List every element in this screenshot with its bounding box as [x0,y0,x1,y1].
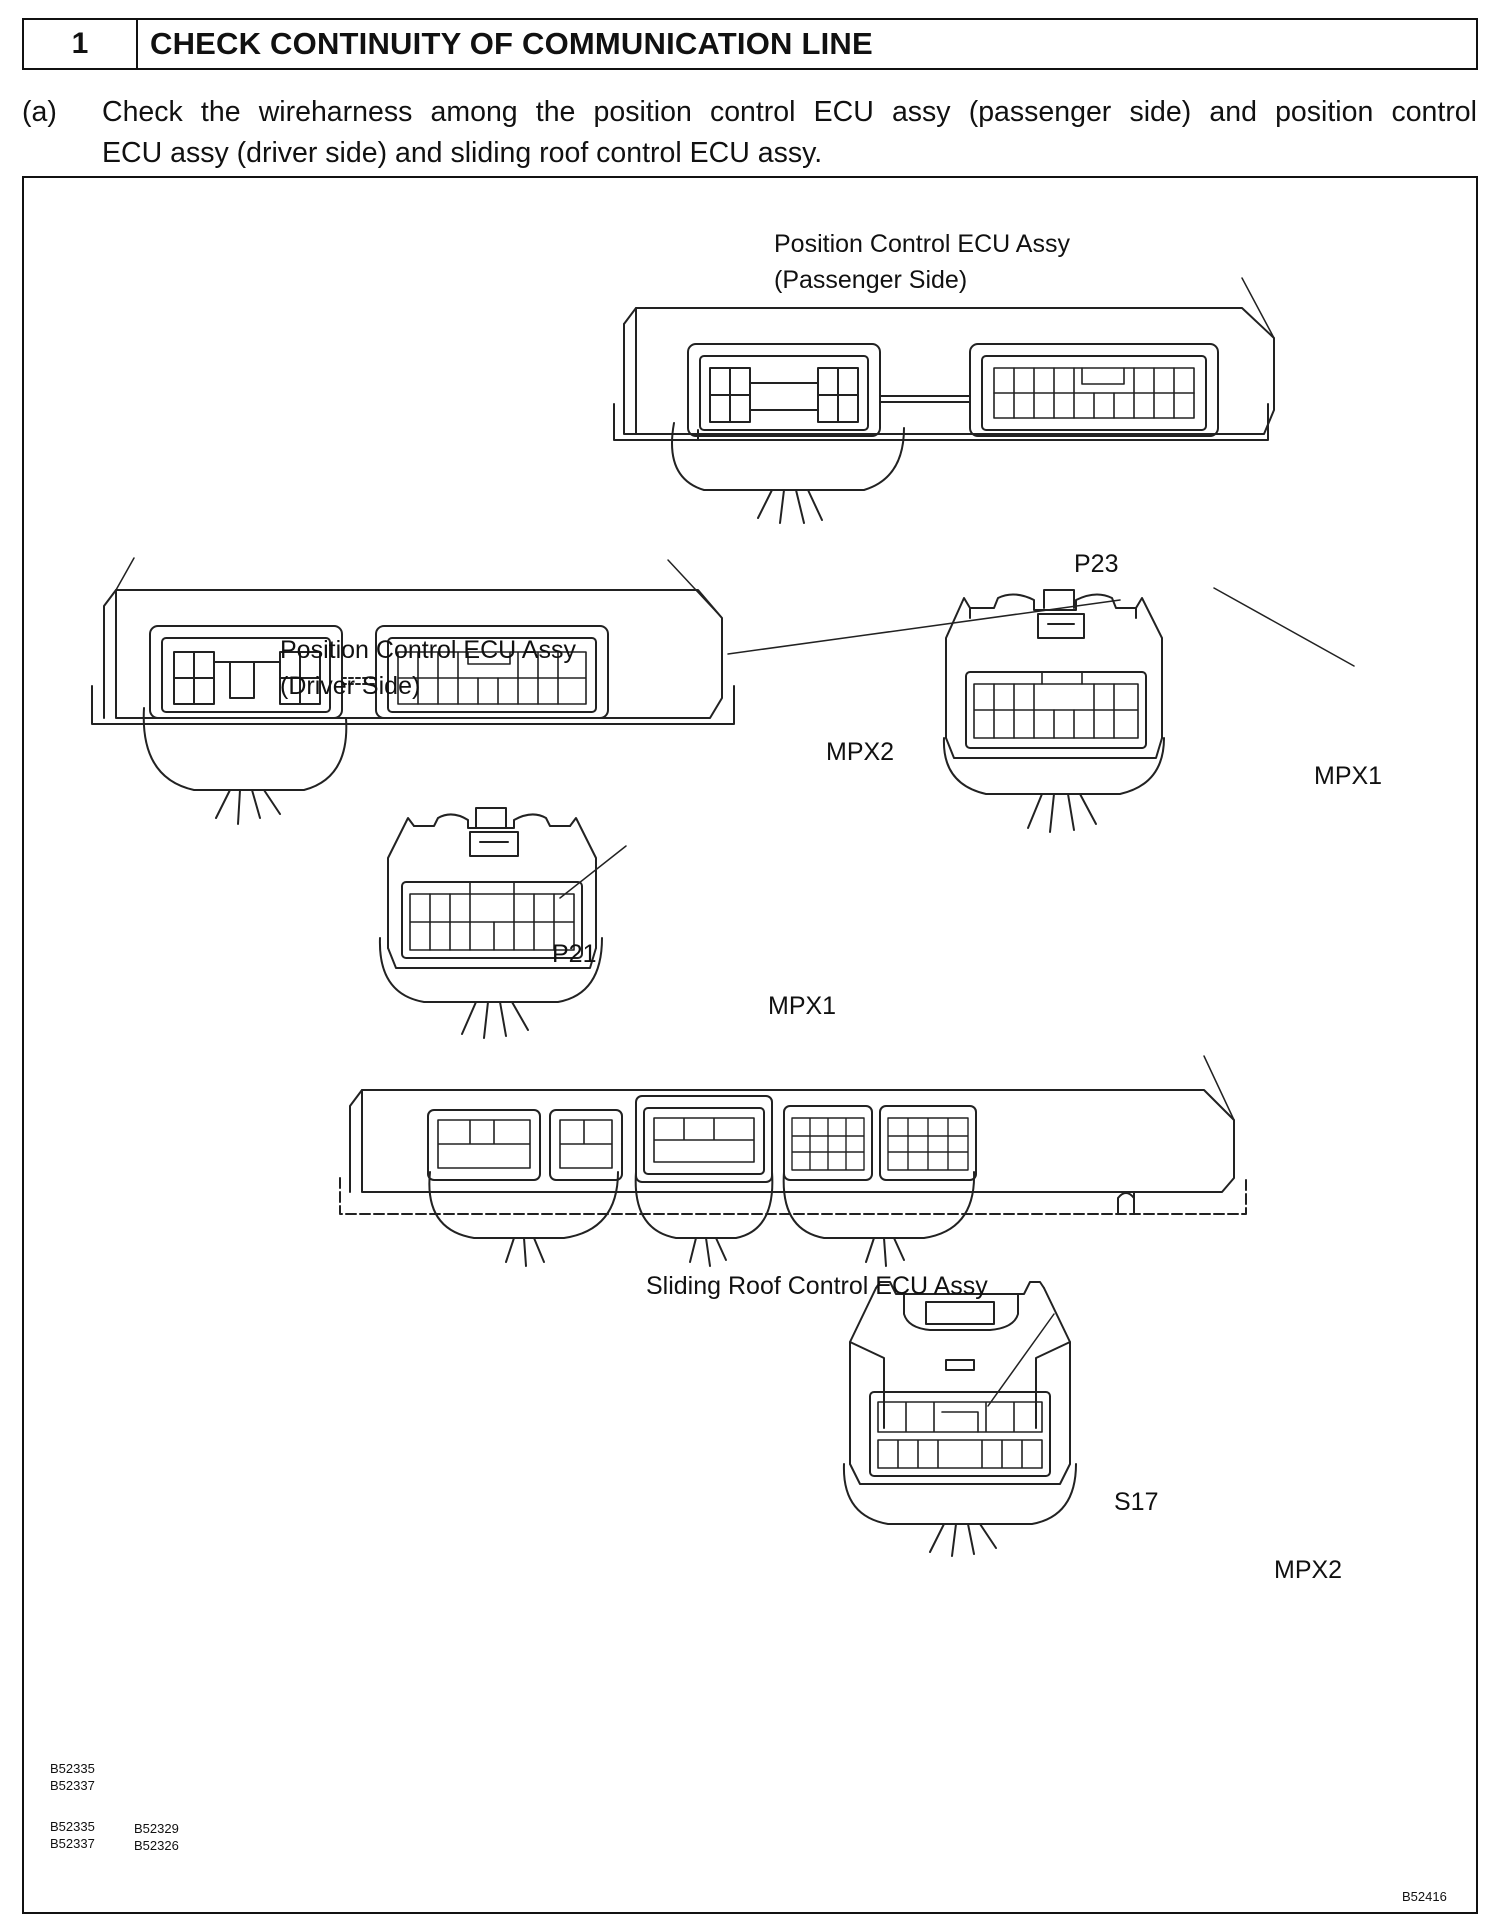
step-header: 1 CHECK CONTINUITY OF COMMUNICATION LINE [22,18,1478,70]
s17-mpx2-label: MPX2 [1274,1556,1343,1584]
p21-mpx1-label: MPX1 [768,992,837,1020]
ref-code: B52337 [50,1778,95,1793]
sliding-roof-ecu-title: Sliding Roof Control ECU Assy [646,1272,988,1300]
p23-connector [942,589,1165,833]
passenger-ecu-title-1: Position Control ECU Assy [774,230,1070,258]
s17-connector [842,1281,1077,1557]
passenger-ecu-body [613,277,1275,524]
step-number: 1 [24,20,138,68]
instruction-line-1: Check the wireharness among the position… [102,96,1477,128]
driver-ecu-title-2: (Driver Side) [280,672,421,700]
ref-code: B52335 [50,1761,95,1776]
instruction-line-2: ECU assy (driver side) and sliding roof … [102,137,823,169]
p21-connector [378,807,603,1039]
ref-code: B52326 [134,1838,179,1853]
mpx2-leader-p23 [727,599,1121,655]
p21-connector-label: P21 [552,940,597,968]
diagram-drawing [91,277,1355,1557]
instruction-marker: (a) [22,96,57,128]
figure-id: B52416 [1402,1889,1447,1904]
mpx2-leader-s17 [987,1313,1055,1407]
mpx1-leader-p21 [559,845,627,899]
p23-mpx2-label: MPX2 [826,738,895,766]
passenger-ecu-title-2: (Passenger Side) [774,266,968,294]
ref-code: B52329 [134,1821,179,1836]
ref-code: B52337 [50,1836,95,1851]
p23-connector-label: P23 [1074,550,1119,578]
ref-code: B52335 [50,1819,95,1834]
mpx1-leader-p23 [1213,587,1355,667]
s17-connector-label: S17 [1114,1488,1159,1516]
p23-mpx1-label: MPX1 [1314,762,1383,790]
wiring-diagram: Position Control ECU Assy (Passenger Sid… [22,176,1478,1914]
step-title: CHECK CONTINUITY OF COMMUNICATION LINE [150,26,873,61]
driver-ecu-title-1: Position Control ECU Assy [280,636,576,664]
driver-ecu-body [91,557,735,825]
sliding-roof-ecu-body [339,1055,1247,1267]
